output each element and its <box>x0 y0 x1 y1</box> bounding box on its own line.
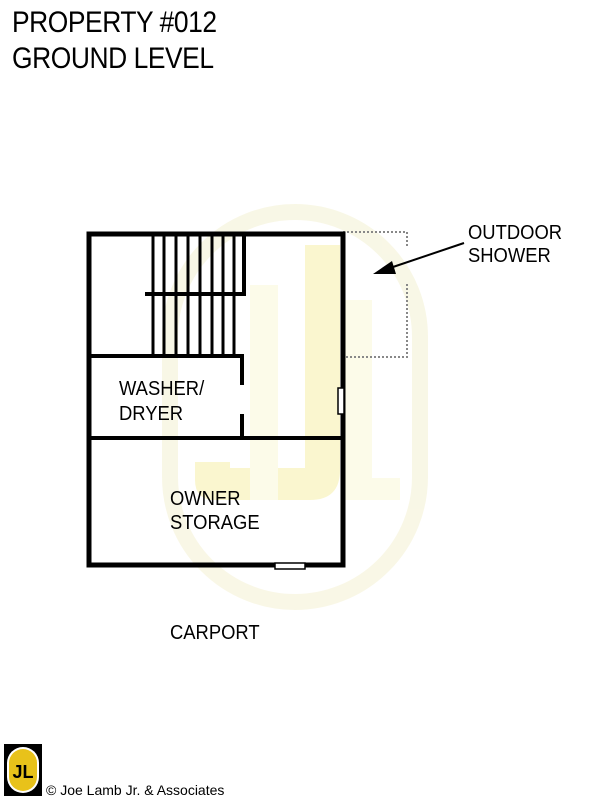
bottom-window <box>274 562 306 570</box>
shower-label-line1: OUTDOOR <box>468 222 563 244</box>
outdoor-shower-enclosure <box>343 231 408 358</box>
copyright-text: © Joe Lamb Jr. & Associates <box>46 782 225 798</box>
washer-label-line2: DRYER <box>119 403 184 425</box>
side-window <box>337 387 345 415</box>
storage-label-line1: OWNER <box>170 488 241 510</box>
level-title: GROUND LEVEL <box>12 42 214 75</box>
company-logo-icon: JL <box>4 744 42 796</box>
storage-label-line2: STORAGE <box>170 512 260 534</box>
carport-label: CARPORT <box>170 622 260 644</box>
watermark-logo <box>162 204 428 610</box>
shower-arrow <box>373 242 465 274</box>
washer-label-line1: WASHER/ <box>119 378 205 400</box>
logo-letters: JL <box>12 762 33 782</box>
interior-walls <box>89 354 343 440</box>
property-title: PROPERTY #012 <box>12 6 217 39</box>
staircase <box>145 234 246 355</box>
shower-label-line2: SHOWER <box>468 245 551 267</box>
